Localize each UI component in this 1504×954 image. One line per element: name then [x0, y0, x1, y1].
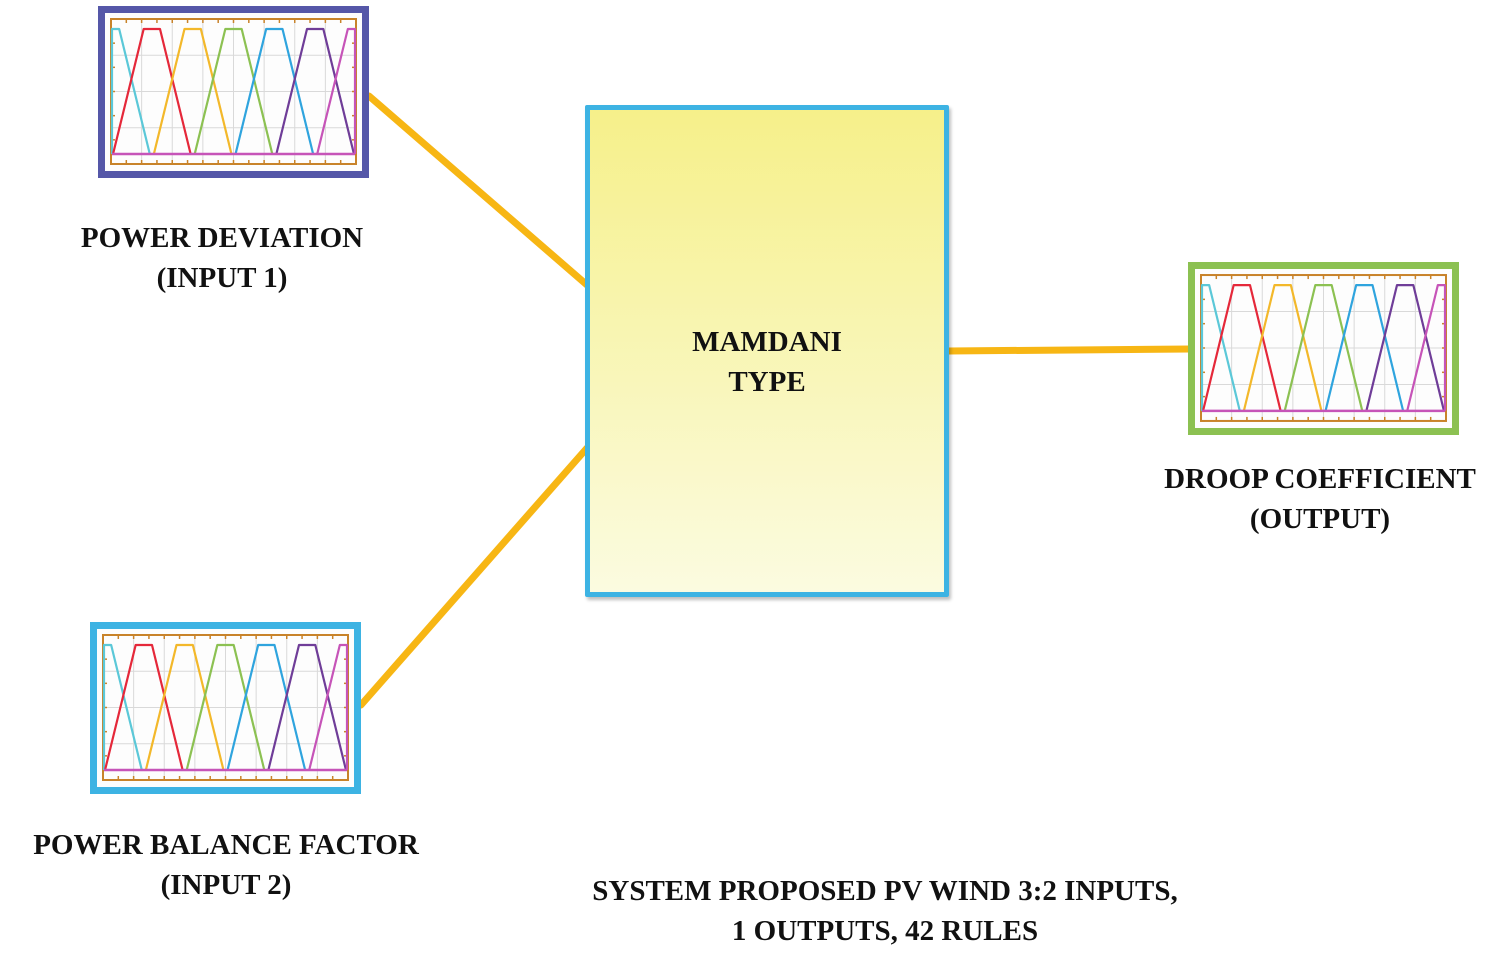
engine-label-line1: MAMDANI	[692, 326, 842, 358]
membership-curve	[234, 27, 315, 155]
output-caption: DROOP COEFFICIENT (OUTPUT)	[1138, 459, 1502, 539]
membership-curve	[275, 27, 356, 155]
membership-curve	[1324, 283, 1405, 412]
membership-curve	[1242, 283, 1323, 412]
input1-membership-plot	[98, 6, 369, 178]
output-role: (OUTPUT)	[1249, 503, 1391, 535]
output-membership-plot	[1188, 262, 1459, 435]
membership-curve	[111, 27, 192, 155]
membership-curve	[103, 643, 184, 771]
mamdani-inference-block: MAMDANI TYPE	[585, 105, 949, 597]
input2-membership-plot	[90, 622, 361, 794]
input2-caption: POWER BALANCE FACTOR (INPUT 2)	[0, 825, 452, 905]
membership-curve	[267, 643, 348, 771]
engine-label-line2: TYPE	[728, 366, 806, 398]
membership-curve	[185, 643, 266, 771]
membership-curve	[1365, 283, 1446, 412]
engine-label: MAMDANI TYPE	[590, 322, 944, 402]
system-caption-line2: 1 OUTPUTS, 42 RULES	[731, 915, 1039, 947]
membership-curve	[226, 643, 307, 771]
membership-curve	[316, 27, 357, 155]
membership-curve	[193, 27, 274, 155]
membership-curve	[110, 27, 151, 155]
system-caption: SYSTEM PROPOSED PV WIND 3:2 INPUTS, 1 OU…	[520, 871, 1250, 951]
input1-role: (INPUT 1)	[156, 262, 288, 294]
membership-curve	[144, 643, 225, 771]
membership-curve	[1406, 283, 1447, 412]
output-name: DROOP COEFFICIENT	[1164, 463, 1476, 495]
membership-curve	[152, 27, 233, 155]
input2-name: POWER BALANCE FACTOR	[33, 829, 419, 861]
membership-chart	[1200, 274, 1447, 422]
input2-role: (INPUT 2)	[160, 869, 292, 901]
input1-caption: POWER DEVIATION (INPUT 1)	[42, 218, 402, 298]
connector-input2-to-engine	[357, 444, 591, 709]
input1-name: POWER DEVIATION	[80, 222, 364, 254]
connector-input1-to-engine	[365, 92, 591, 289]
membership-chart	[110, 18, 357, 165]
connector-engine-to-output	[945, 345, 1194, 355]
membership-curve	[102, 643, 143, 771]
membership-curve	[308, 643, 349, 771]
membership-chart	[102, 634, 349, 781]
system-caption-line1: SYSTEM PROPOSED PV WIND 3:2 INPUTS,	[592, 875, 1178, 907]
membership-curve	[1201, 283, 1282, 412]
membership-curve	[1283, 283, 1364, 412]
membership-curve	[1200, 283, 1241, 412]
